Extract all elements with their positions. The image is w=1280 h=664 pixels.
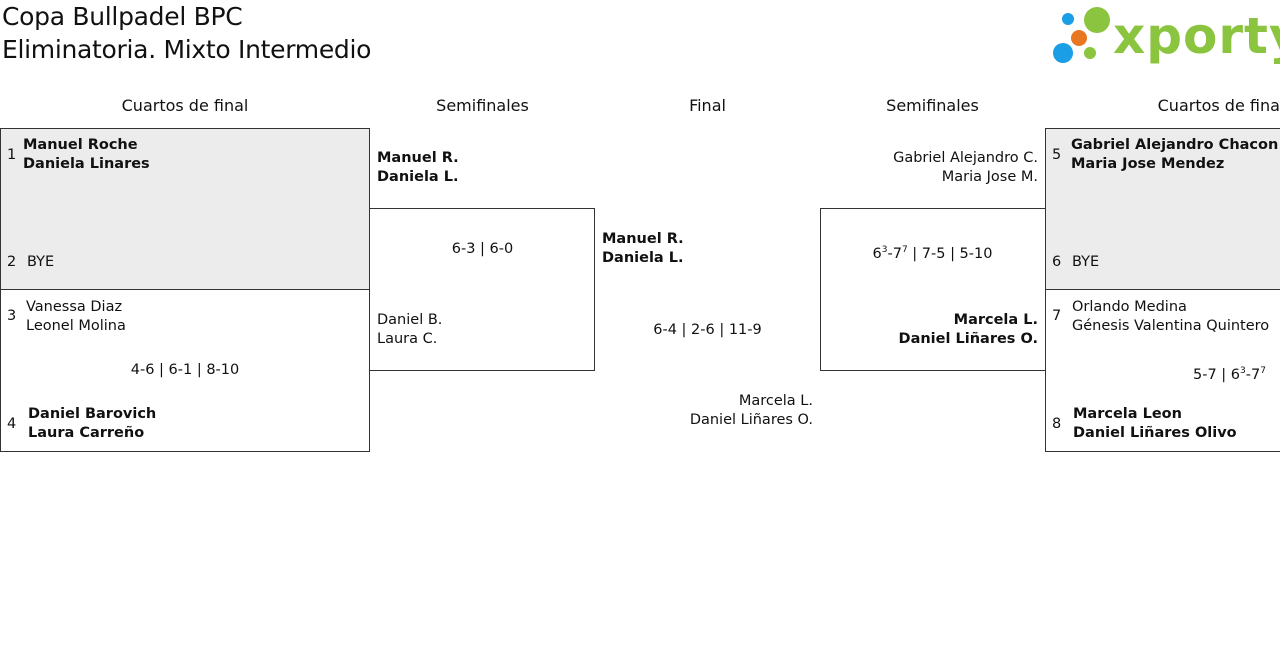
logo-text: xporty xyxy=(1113,7,1280,65)
final-team-top-player-1: Manuel R. xyxy=(602,231,684,247)
final-team-bottom-player-1: Marcela L. xyxy=(738,393,813,409)
header-left-semis: Semifinales xyxy=(436,96,529,115)
team-player-1: Daniel Barovich xyxy=(28,406,157,422)
semi-team-bottom-player-1: Marcela L. xyxy=(953,312,1038,328)
team-player-1: Vanessa Diaz xyxy=(26,299,123,315)
semi-team-bottom-player-2: Daniel Liñares O. xyxy=(898,331,1038,347)
match-score: 4-6 | 6-1 | 8-10 xyxy=(130,362,240,378)
team-player-2: Daniel Liñares Olivo xyxy=(1073,425,1237,441)
score-part: -7 xyxy=(1245,366,1261,383)
team-player-1: Manuel Roche xyxy=(23,137,138,153)
seed-number: 1 xyxy=(7,147,17,163)
team-player-2: Daniela Linares xyxy=(23,156,150,172)
title-line-1: Copa Bullpadel BPC xyxy=(2,2,243,31)
right-quarter-match-1[interactable] xyxy=(1045,128,1280,290)
semi-team-top-player-1: Gabriel Alejandro C. xyxy=(893,150,1038,166)
score-part: 6 xyxy=(872,245,882,262)
header-right-quarters: Cuartos de final xyxy=(1157,96,1280,115)
score-part: 5-7 | 6 xyxy=(1193,366,1241,383)
team-player-1: Orlando Medina xyxy=(1072,299,1187,315)
tiebreak-sup: 3 xyxy=(1240,366,1246,376)
seed-number: 2 xyxy=(7,254,17,270)
team-player-1: Gabriel Alejandro Chacon Ri xyxy=(1071,137,1280,153)
right-quarter-match-2[interactable] xyxy=(1045,289,1280,452)
tiebreak-sup: 3 xyxy=(881,245,888,255)
final-score: 6-4 | 2-6 | 11-9 xyxy=(653,322,762,338)
score-part: -7 xyxy=(887,245,902,262)
final-team-bottom-player-2: Daniel Liñares O. xyxy=(689,412,813,428)
final-team-top-player-2: Daniela L. xyxy=(602,250,684,266)
semi-team-bottom-player-1: Daniel B. xyxy=(377,312,443,328)
bye-label: BYE xyxy=(1072,254,1100,270)
match-score: 6-3 | 6-0 xyxy=(451,241,514,257)
semi-team-bottom-player-2: Laura C. xyxy=(377,331,438,347)
header-final: Final xyxy=(689,96,726,115)
tournament-title: Copa Bullpadel BPC Eliminatoria. Mixto I… xyxy=(2,0,371,66)
seed-number: 3 xyxy=(7,308,17,324)
semi-team-top-player-1: Manuel R. xyxy=(377,150,459,166)
team-player-2: Laura Carreño xyxy=(28,425,145,441)
bye-label: BYE xyxy=(27,254,55,270)
team-player-2: Génesis Valentina Quintero xyxy=(1072,318,1270,334)
team-player-2: Leonel Molina xyxy=(26,318,126,334)
team-player-1: Marcela Leon xyxy=(1073,406,1182,422)
left-semi-match[interactable] xyxy=(369,208,595,371)
semi-team-top-player-2: Maria Jose M. xyxy=(941,169,1038,185)
tiebreak-sup: 7 xyxy=(901,245,908,255)
seed-number: 4 xyxy=(7,416,17,432)
match-score: 63-77 | 7-5 | 5-10 xyxy=(820,241,1045,264)
match-score: 5-7 | 63-77 xyxy=(1193,362,1266,385)
header-left-quarters: Cuartos de final xyxy=(121,96,249,115)
seed-number: 8 xyxy=(1052,416,1062,432)
tiebreak-sup: 7 xyxy=(1260,366,1266,376)
header-right-semis: Semifinales xyxy=(886,96,979,115)
xporty-logo xyxy=(1050,0,1280,70)
seed-number: 7 xyxy=(1052,308,1062,324)
score-part: | 7-5 | 5-10 xyxy=(907,245,993,262)
seed-number: 5 xyxy=(1052,147,1062,163)
team-player-2: Maria Jose Mendez xyxy=(1071,156,1225,172)
semi-team-top-player-2: Daniela L. xyxy=(377,169,459,185)
seed-number: 6 xyxy=(1052,254,1062,270)
logo-dots-icon xyxy=(1053,7,1110,63)
left-quarter-match-1[interactable] xyxy=(0,128,370,290)
title-line-2: Eliminatoria. Mixto Intermedio xyxy=(2,35,372,64)
